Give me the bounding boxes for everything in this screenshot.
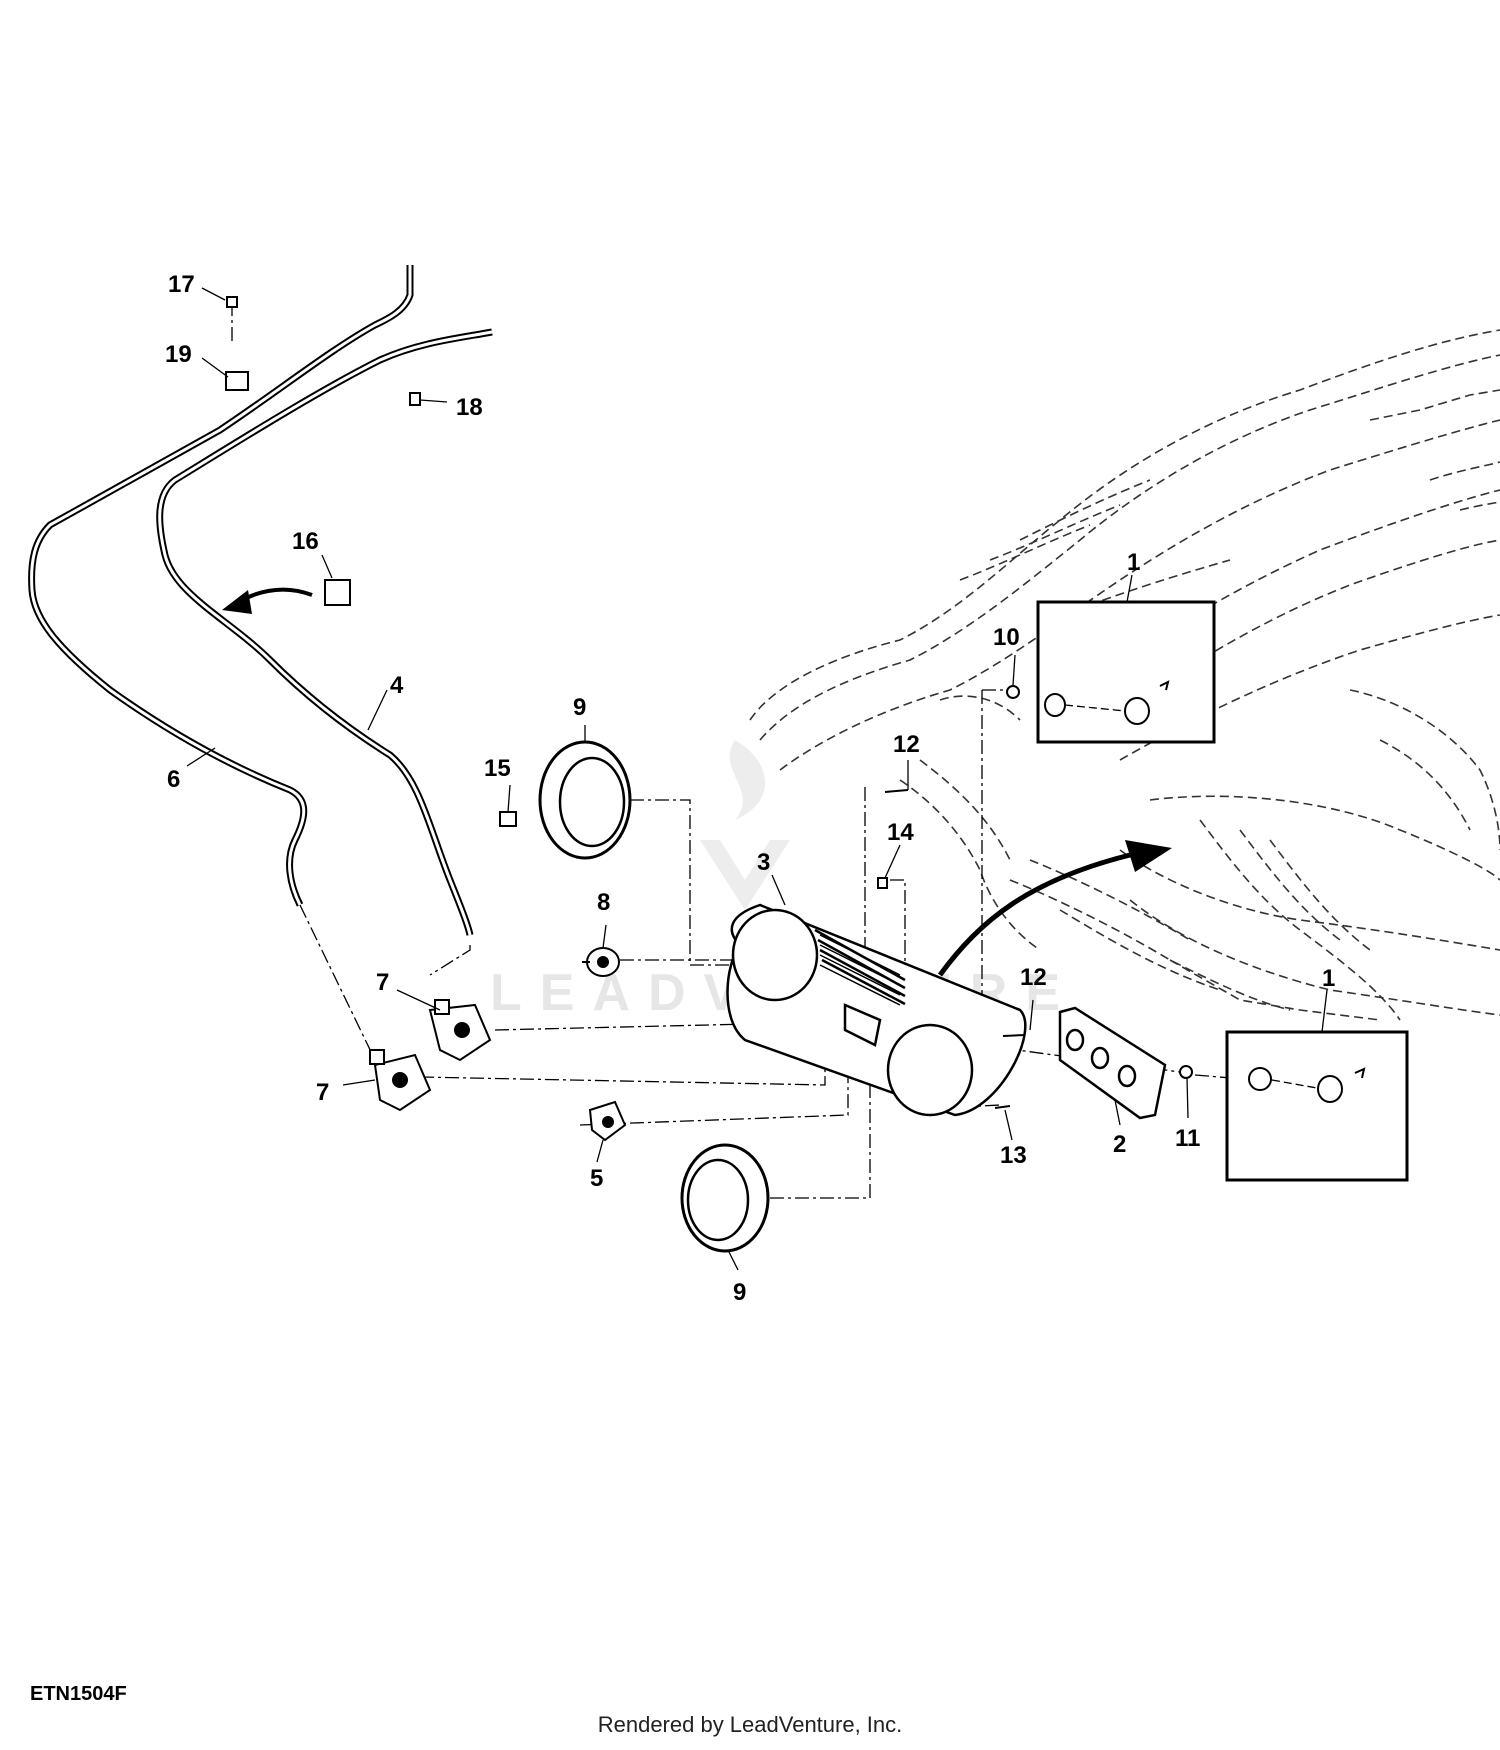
callout-7-upper: 7 [376,969,389,996]
callout-13: 13 [1000,1142,1027,1169]
screw-part-12-lower [1002,1034,1026,1037]
callout-15: 15 [484,755,511,782]
callout-labels: 17 19 18 16 4 6 9 15 12 14 3 8 7 7 5 9 1… [165,271,1335,1306]
assembly-arrow [937,840,1172,977]
detail-box-part-1-upper [1036,600,1216,744]
switch-part-7-upper [428,999,492,1062]
ring-part-9-lower [680,1143,770,1253]
callout-2: 2 [1113,1131,1126,1158]
callout-9-upper: 9 [573,694,586,721]
clip-part-16 [324,579,351,606]
panel-grille [819,934,901,1006]
switch-part-5 [588,1100,627,1142]
clip-part-15 [499,811,517,827]
callout-12-lower: 12 [1020,964,1047,991]
callout-18: 18 [456,394,483,421]
callout-4: 4 [390,672,404,699]
callout-leaders [186,287,1328,1271]
ring-part-9-upper [538,740,632,860]
screw-part-12-upper [884,789,909,793]
callout-17: 17 [168,271,195,298]
callout-16: 16 [292,528,319,555]
plate-part-2 [1058,1006,1167,1120]
callout-1-upper: 1 [1127,549,1140,576]
callout-7-lower: 7 [316,1079,329,1106]
direction-arrow [222,587,313,614]
cable-4-core [158,330,493,936]
figure-id: ETN1504F [30,1683,127,1705]
washer-part-11 [1179,1065,1193,1079]
bracket-part-19 [225,371,249,391]
callout-6: 6 [167,766,180,793]
bolt-part-17 [226,296,238,308]
cable-4 [156,328,493,936]
callout-3: 3 [757,849,770,876]
washer-part-10 [1006,685,1020,699]
panel-part-3 [726,903,1027,1117]
callout-11: 11 [1175,1125,1200,1152]
screw-part-13 [994,1105,1011,1109]
callout-10: 10 [993,624,1020,651]
cable-6 [28,265,414,907]
callout-5: 5 [590,1165,603,1192]
callout-1-lower: 1 [1322,965,1335,992]
nut-part-14 [877,877,888,889]
callout-9-lower: 9 [733,1279,746,1306]
callout-14: 14 [887,819,914,846]
callout-8: 8 [597,889,610,916]
cable-6-core [30,265,412,906]
render-credit: Rendered by LeadVenture, Inc. [597,1712,903,1737]
detail-box-part-1-lower [1225,1030,1409,1182]
callout-19: 19 [165,341,192,368]
callout-12-upper: 12 [893,731,920,758]
switch-part-7-lower [369,1049,432,1112]
clip-part-18 [409,392,421,406]
fasteners [225,296,1193,1109]
